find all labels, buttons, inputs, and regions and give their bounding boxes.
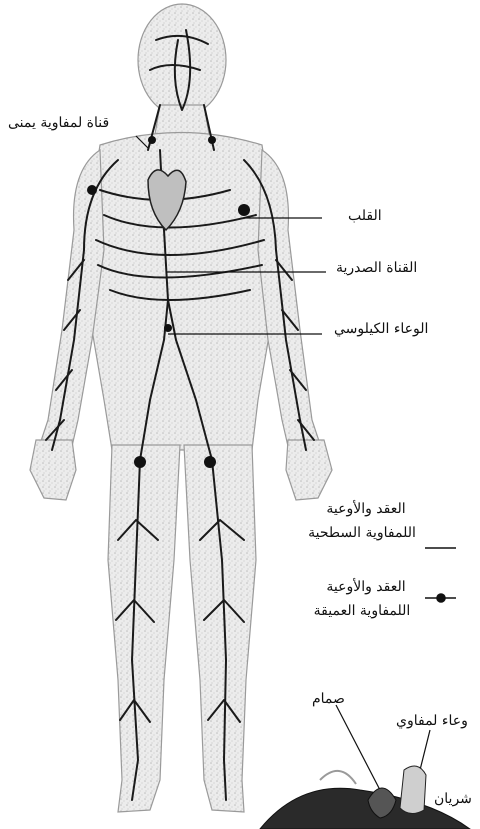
label-chyle-cistern: الوعاء الكيلوسي	[334, 320, 428, 338]
label-valve: صمام	[312, 690, 345, 708]
legend-superficial-line1: العقد والأوعية	[318, 500, 414, 518]
node-groin-left	[134, 456, 146, 468]
right-arm	[258, 150, 322, 455]
leader-valve	[336, 705, 380, 790]
leader-lymph-vessel	[420, 730, 430, 770]
label-heart: القلب	[348, 207, 382, 225]
right-leg	[184, 445, 256, 812]
head	[138, 4, 226, 116]
node-groin-right	[204, 456, 216, 468]
legend-superficial-line2: اللمفاوية السطحية	[306, 524, 418, 542]
node-neck-right	[208, 136, 216, 144]
inset-speckle	[320, 771, 356, 784]
node-axilla-left	[87, 185, 97, 195]
node-cisterna	[164, 324, 172, 332]
label-lymph-vessel: وعاء لمفاوي	[396, 712, 468, 730]
right-hand	[286, 440, 332, 500]
label-artery: شريان	[434, 790, 472, 808]
legend-symbols	[425, 548, 456, 602]
node-axilla-right	[238, 204, 250, 216]
label-thoracic-duct: القناة الصدرية	[336, 259, 417, 277]
lymph-vessel-shape	[400, 766, 426, 814]
label-right-lymph-duct: قناة لمفاوية يمنى	[8, 114, 109, 132]
node-neck-left	[148, 136, 156, 144]
left-leg	[108, 445, 180, 812]
legend-deep-line1: العقد والأوعية	[318, 578, 414, 596]
legend-deep-line2: اللمفاوية العميقة	[306, 602, 418, 620]
legend-deep-symbol	[437, 594, 445, 602]
